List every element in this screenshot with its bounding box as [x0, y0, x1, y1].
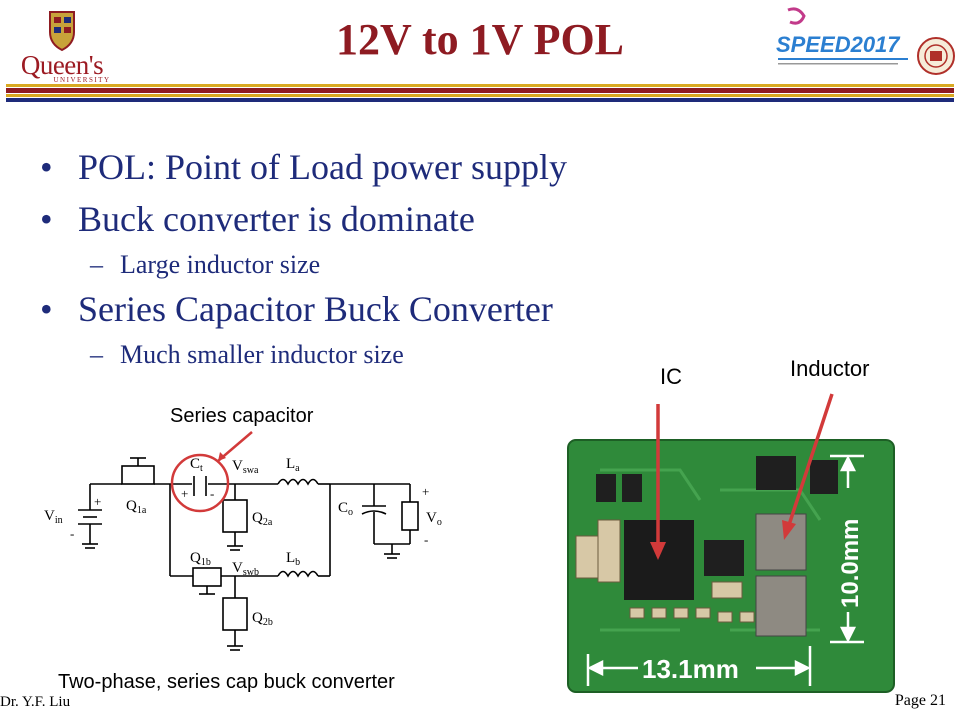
- height-dimension: 10.0mm: [837, 519, 864, 608]
- svg-text:+: +: [181, 486, 188, 501]
- slide-title: 12V to 1V POL: [335, 15, 625, 64]
- sub-bullet-item: –Large inductor size: [90, 250, 321, 279]
- bullet-item: •Series Capacitor Buck Converter: [40, 289, 553, 329]
- la-label: La: [286, 456, 300, 474]
- circuit-caption: Two-phase, series cap buck converter: [58, 671, 395, 693]
- vin-label: Vin: [44, 508, 63, 526]
- logo-wordmark: Queen's: [20, 50, 104, 80]
- co-label: Co: [338, 500, 353, 518]
- vswa-label: Vswa: [232, 458, 259, 476]
- ic-label: IC: [660, 364, 682, 389]
- page-number: Page 21: [894, 692, 946, 709]
- svg-text:+: +: [422, 484, 429, 499]
- pcb-board-photo: 13.1mm 10.0mm IC Inductor: [567, 356, 895, 693]
- q2a-label: Q2a: [252, 510, 273, 528]
- ct-label: Ct: [190, 456, 203, 474]
- speed-logo-icon: SPEED2017: [776, 7, 955, 75]
- svg-text:+: +: [94, 494, 101, 509]
- vswb-label: Vswb: [232, 560, 259, 578]
- series-capacitor-label: Series capacitor: [170, 405, 314, 427]
- footer-author: Dr. Y.F. Liu: [0, 694, 71, 710]
- width-dimension: 13.1mm: [642, 654, 739, 684]
- circuit-schematic: Series capacitor Vin + - Q1a Ct + - Vswa…: [44, 405, 442, 693]
- q2b-label: Q2b: [252, 610, 273, 628]
- inductor-component: [755, 575, 807, 637]
- crest-icon: [49, 11, 75, 52]
- svg-text:-: -: [424, 532, 428, 547]
- lb-label: Lb: [286, 550, 300, 568]
- bullet-item: •POL: Point of Load power supply: [40, 147, 567, 187]
- bullet-item: •Buck converter is dominate: [40, 199, 475, 239]
- speed-logo-text: SPEED2017: [776, 32, 901, 57]
- q1b-label: Q1b: [190, 550, 211, 568]
- logo-subtext: UNIVERSITY: [53, 76, 111, 84]
- svg-text:-: -: [210, 486, 214, 501]
- series-capacitor-highlight: [170, 453, 230, 513]
- q1a-label: Q1a: [126, 498, 147, 516]
- inductor-label: Inductor: [790, 356, 870, 381]
- vo-label: Vo: [426, 510, 442, 528]
- header-stripes: [0, 84, 960, 104]
- queens-logo: Queen's UNIVERSITY: [14, 8, 110, 88]
- slide-header: Queen's UNIVERSITY 12V to 1V POL SPEED20…: [0, 0, 960, 112]
- speed-conference-logo: SPEED2017: [770, 4, 960, 84]
- sub-bullet-item: –Much smaller inductor size: [90, 340, 404, 369]
- svg-text:-: -: [70, 526, 74, 541]
